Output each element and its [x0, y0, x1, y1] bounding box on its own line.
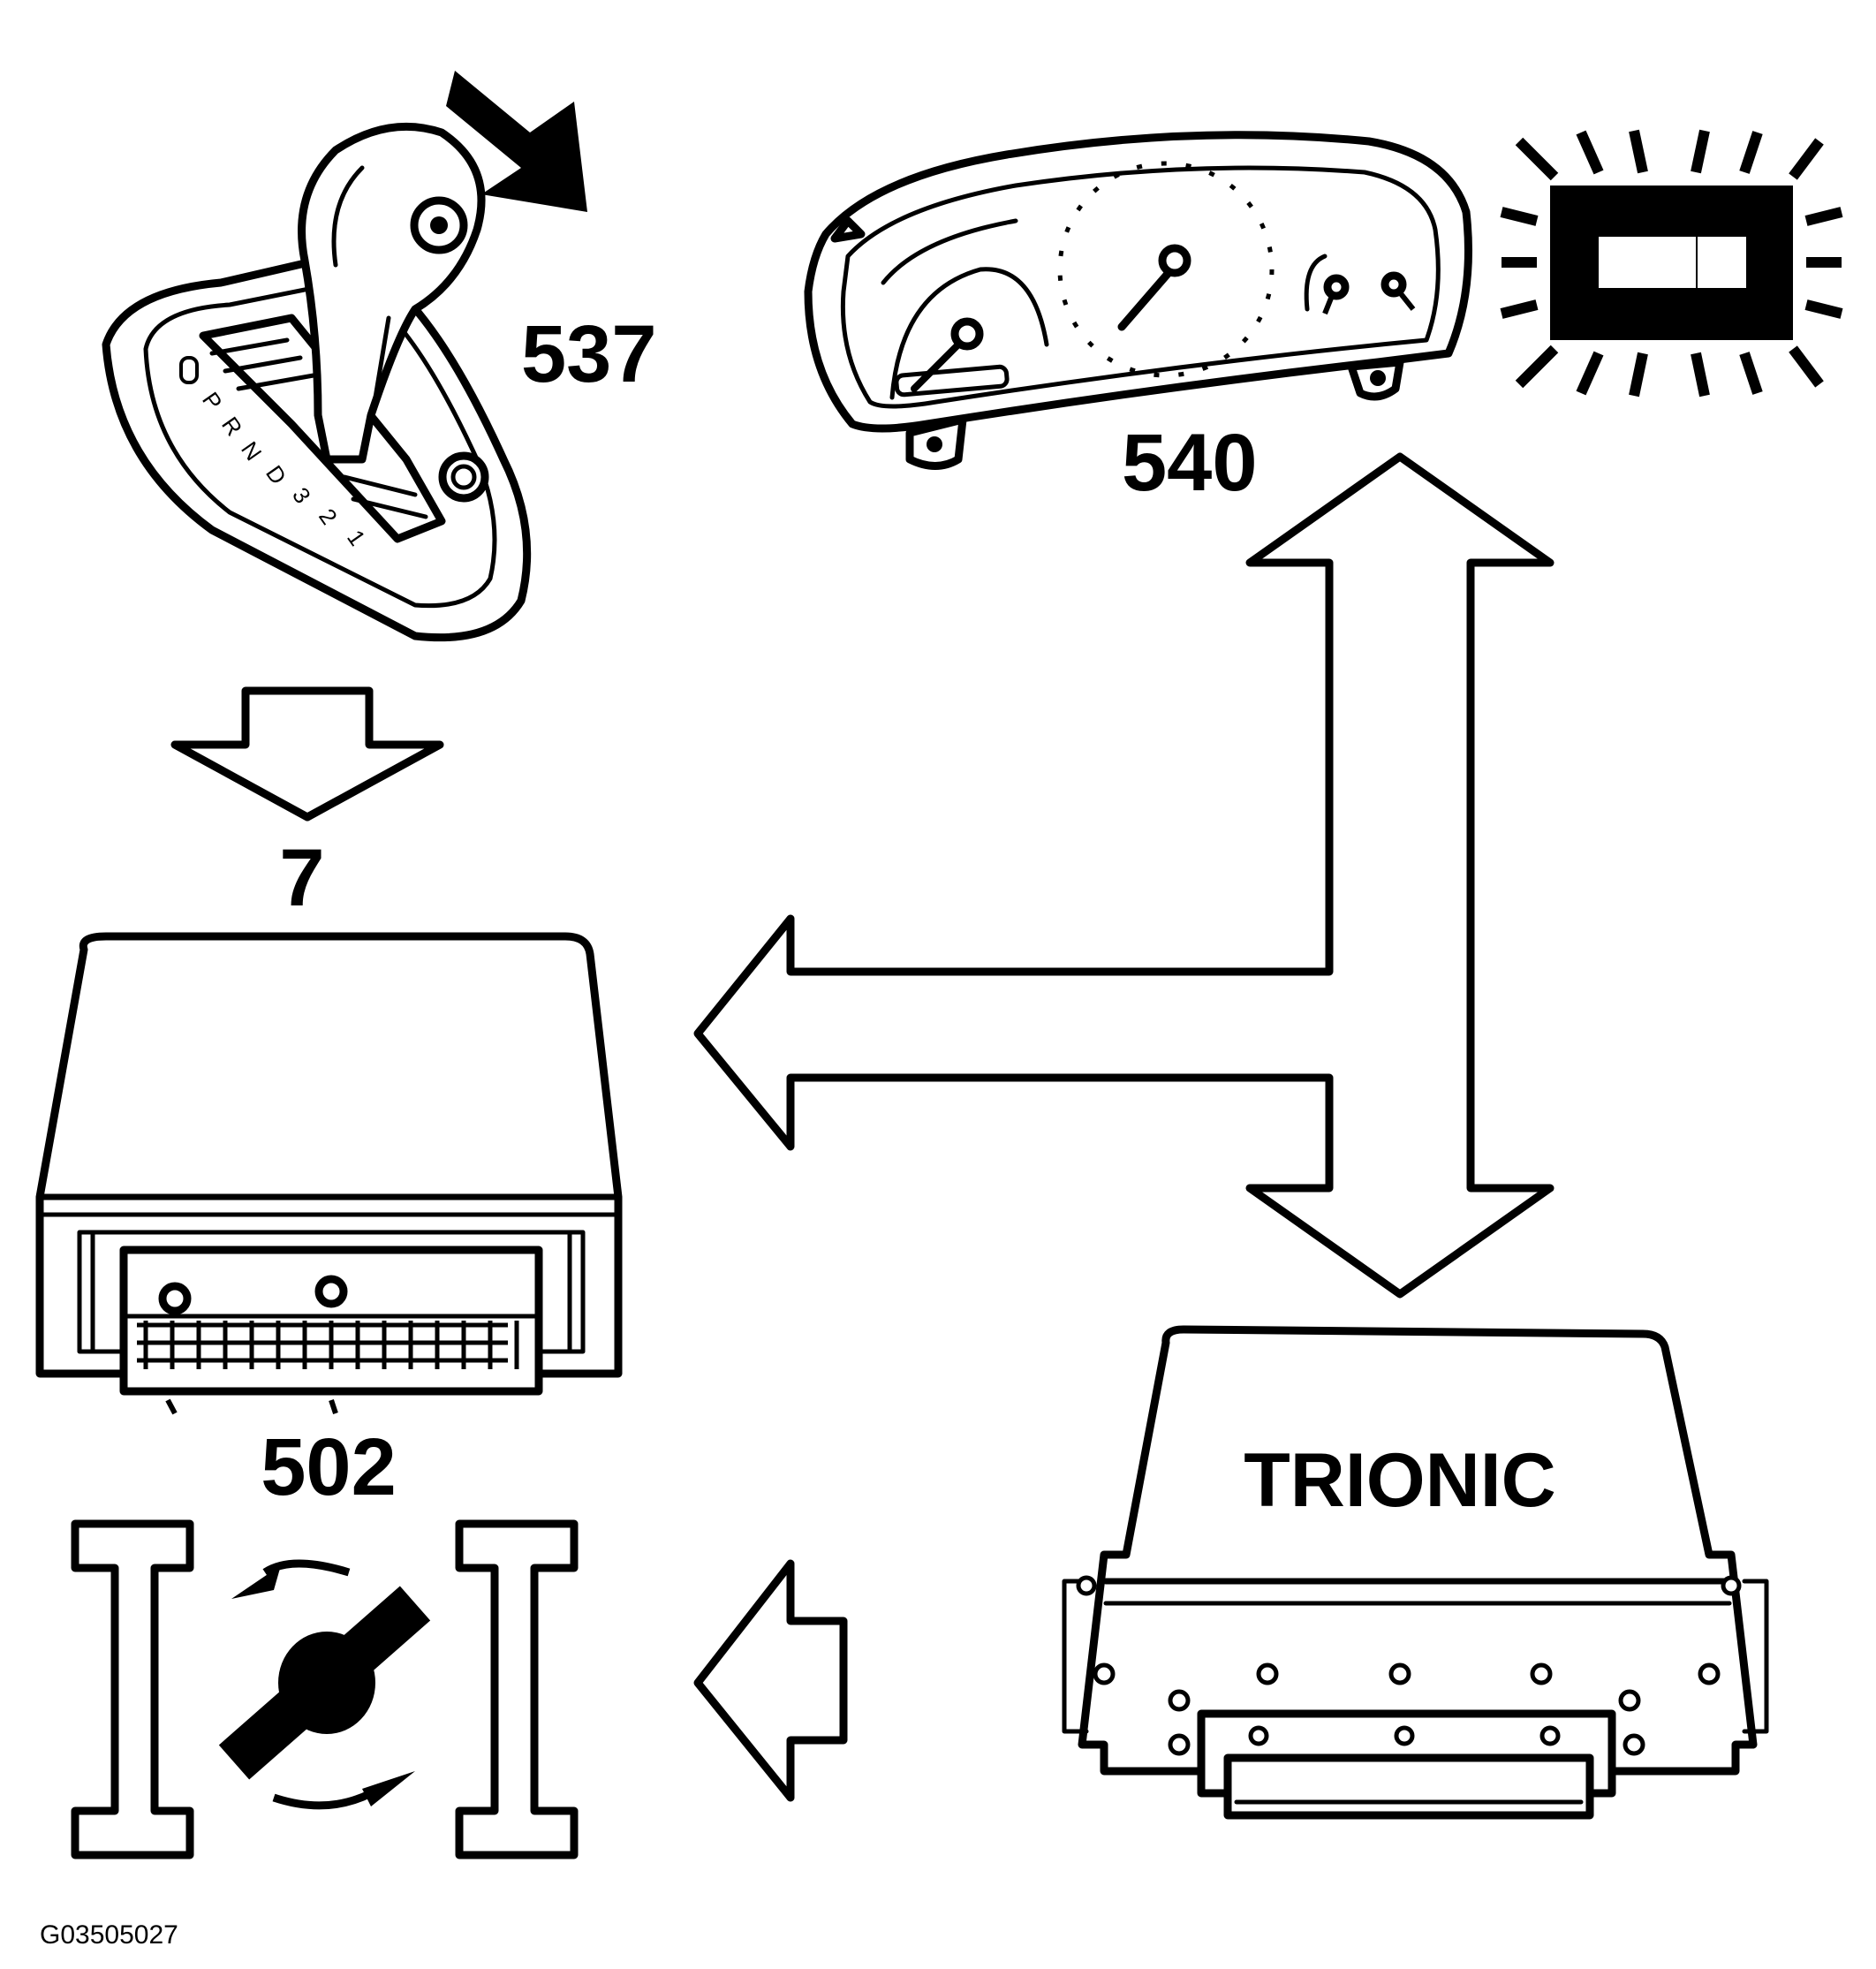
- gear-selector-icon: P R N D 3 2 1: [102, 71, 587, 642]
- instrument-cluster-icon: [804, 131, 1472, 470]
- down-arrow-icon: [170, 686, 444, 822]
- tcm-module-icon: [35, 932, 623, 1415]
- flashing-lamp-icon: [1500, 129, 1843, 398]
- trionic-label: TRIONIC: [1244, 1438, 1556, 1523]
- trionic-module-icon: TRIONIC: [1062, 1325, 1769, 1820]
- label-7: 7: [279, 833, 324, 923]
- label-540: 540: [1122, 418, 1258, 508]
- press-arrow-icon: [446, 71, 587, 212]
- label-502: 502: [261, 1422, 397, 1512]
- label-537: 537: [521, 309, 657, 399]
- left-arrow-icon: [693, 1559, 848, 1802]
- figure-code: G03505027: [40, 1920, 178, 1950]
- bus-double-arrow-icon: [693, 452, 1555, 1299]
- throttle-valve-icon: [71, 1519, 579, 1859]
